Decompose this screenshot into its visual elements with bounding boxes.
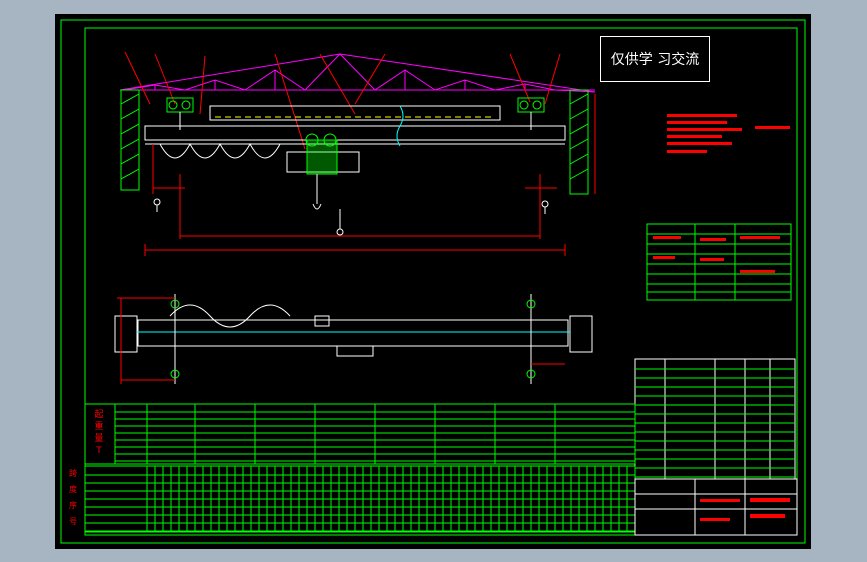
note-box-text: 仅供学 习交流 [610,52,700,68]
end-truck-right [517,97,545,130]
parameter-table-rows [115,404,635,464]
dimension-lines [144,94,596,256]
data-grid-header: 跨 度 序 号 [69,469,77,526]
data-grid-lines [85,466,635,532]
right-wall [569,89,589,195]
table-row-header: 起 重 量 T [94,410,104,456]
plan-view-dimensions [117,297,565,384]
note-box: 仅供学 习交流 [600,36,710,82]
parts-list-rows [635,368,795,478]
festoon-cable [159,142,281,159]
plan-view [114,294,593,384]
main-girder-elevation [144,105,566,145]
crane-drawing [60,19,806,544]
hook-assembly [336,209,344,236]
break-symbol [396,105,404,147]
plan-view-wheels [170,299,536,379]
electric-hoist [286,133,360,210]
title-block [634,478,798,536]
support-symbols [153,198,549,214]
parts-list [634,358,796,480]
outer-frame [60,19,806,544]
inner-frame [84,27,798,536]
drawing-sheet[interactable]: 仅供学 习交流 [55,14,811,549]
performance-table [646,223,792,301]
parameter-table [84,403,636,465]
roof-truss [119,53,596,93]
performance-table-values [653,236,780,273]
end-truck-left [166,97,194,130]
technical-notes [667,114,790,153]
title-block-text [700,498,790,521]
left-wall [120,89,140,191]
leader-lines [124,51,561,150]
